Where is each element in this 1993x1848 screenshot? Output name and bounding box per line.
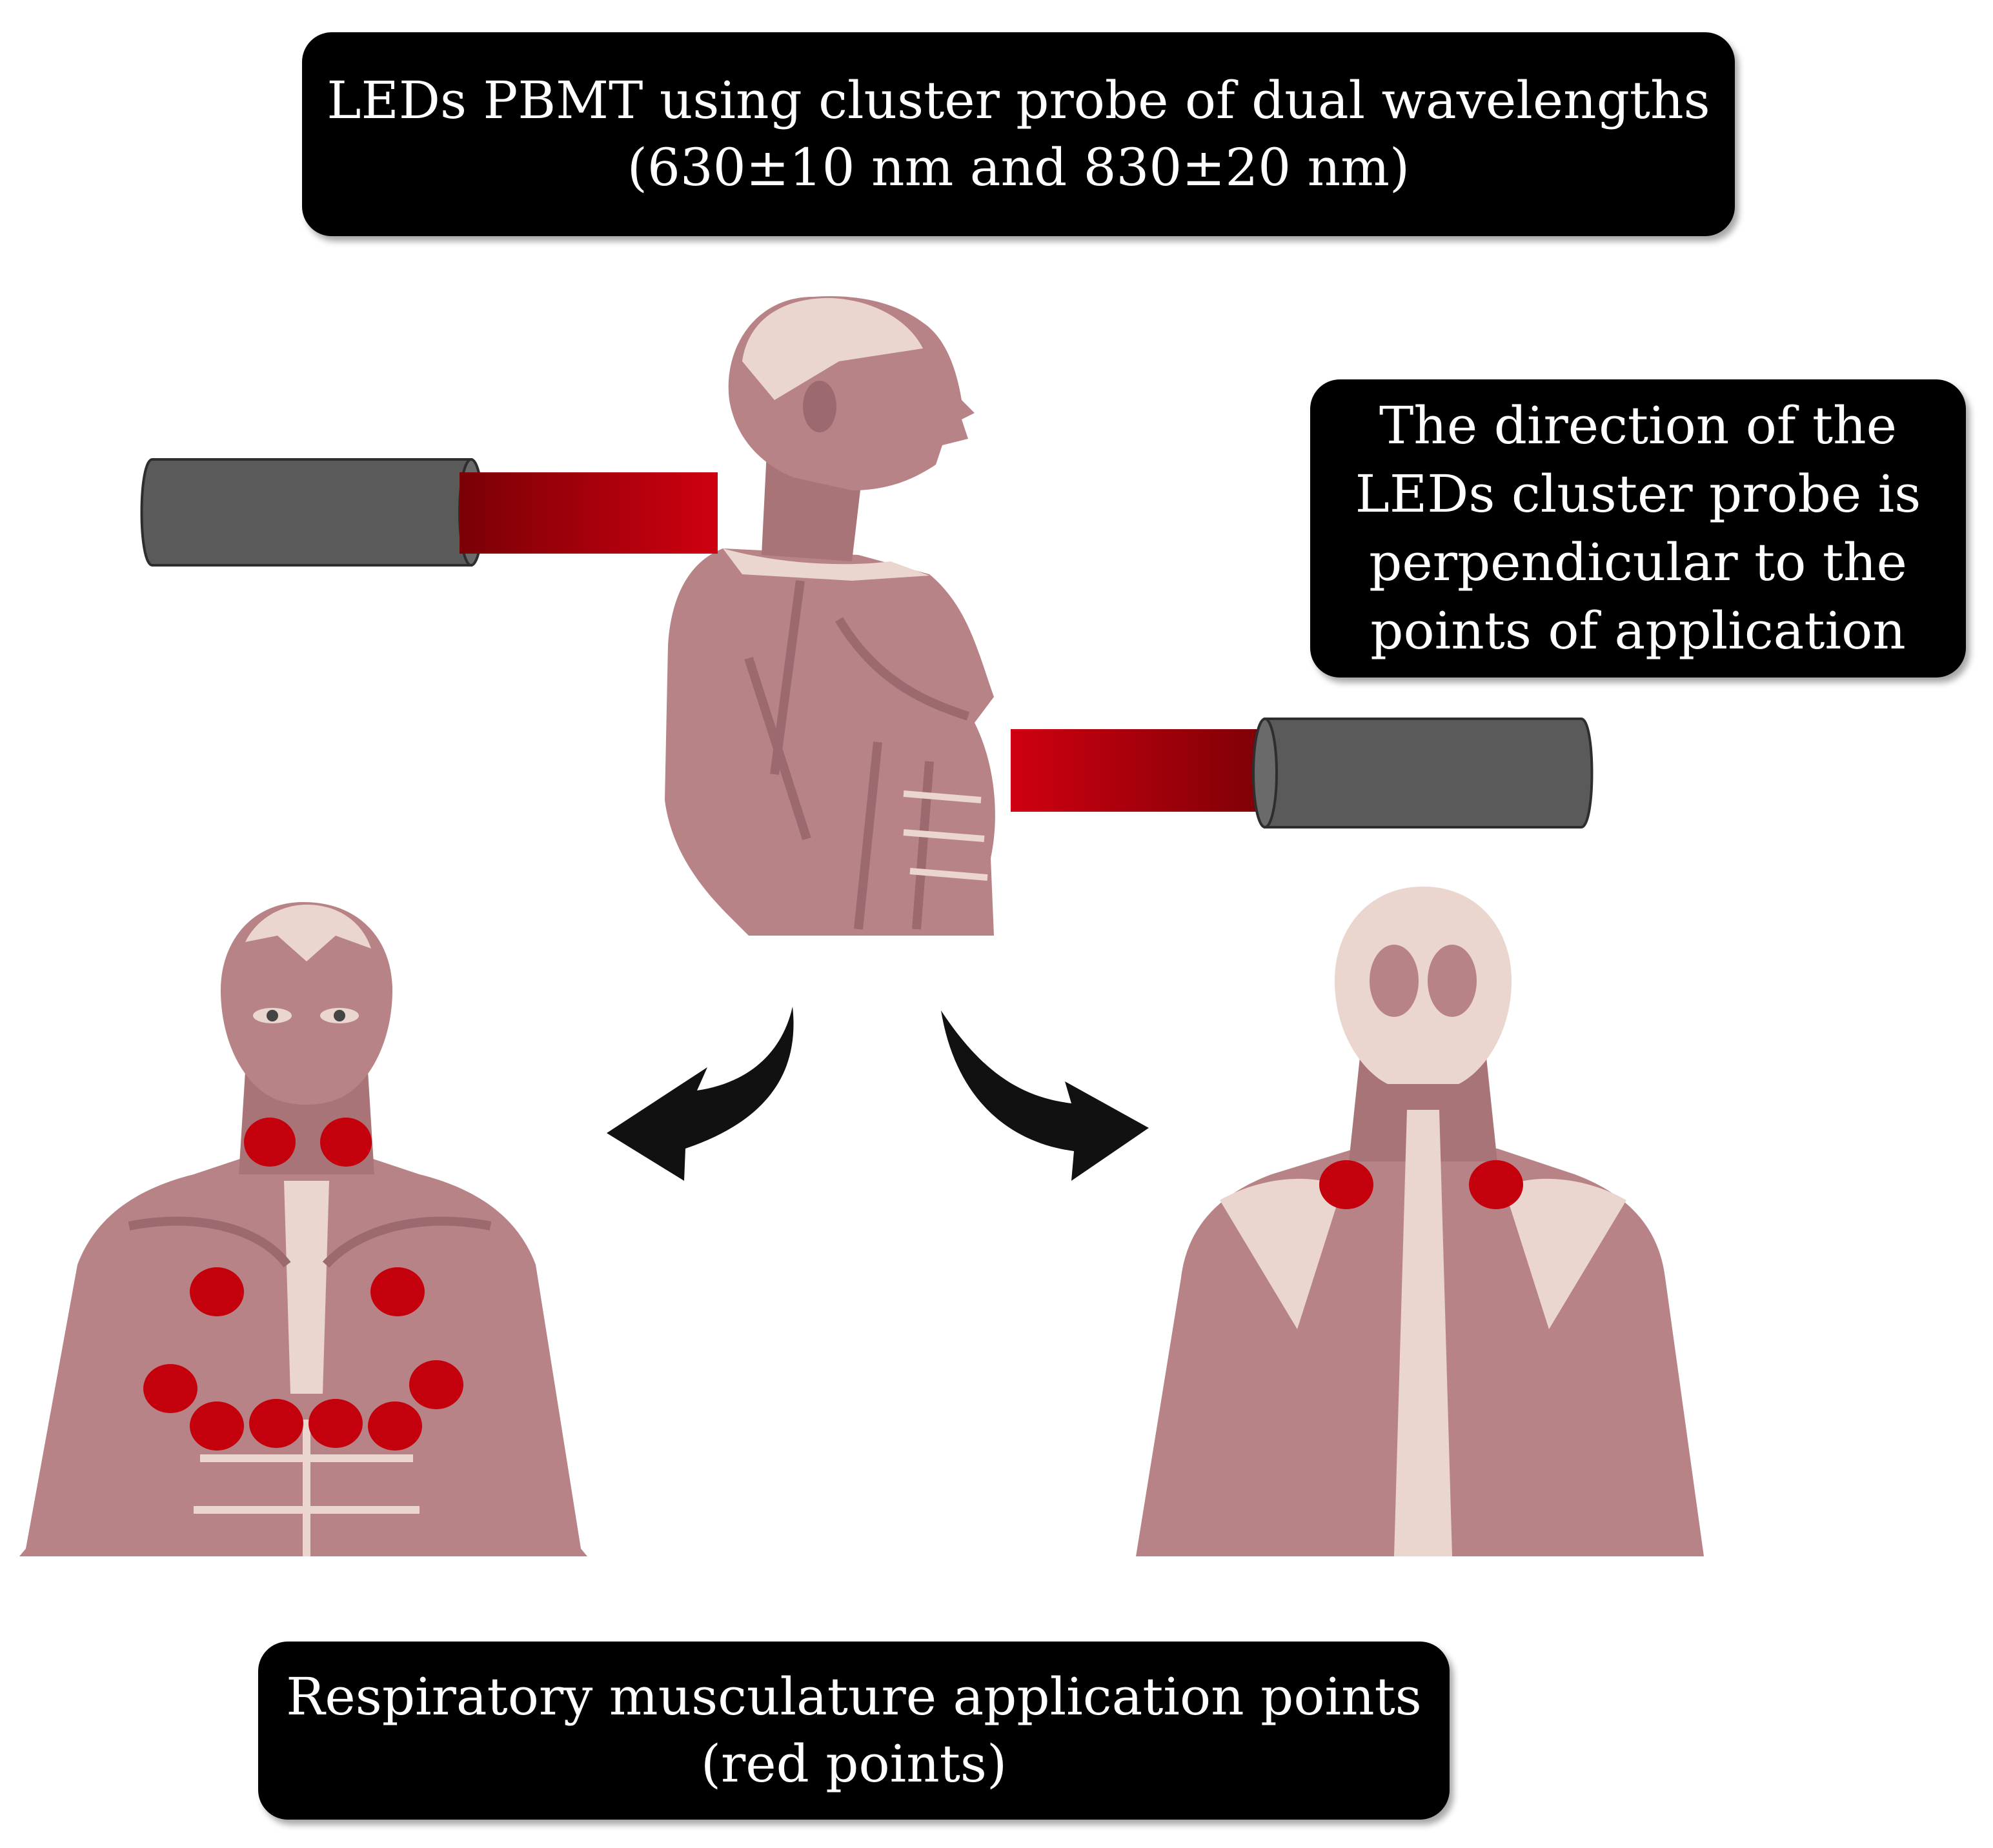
probe-direction-label: The direction of the LEDs cluster probe …: [1310, 379, 1966, 678]
led-probe-left: [140, 458, 718, 567]
application-point: [320, 1118, 372, 1167]
application-point: [244, 1118, 296, 1167]
direction-line-3: perpendicular to the: [1369, 532, 1907, 592]
title-line-1: LEDs PBMT using cluster probe of dual wa…: [327, 70, 1710, 130]
led-light-beam-right: [1011, 729, 1275, 812]
application-point: [1319, 1160, 1373, 1209]
arrow-to-posterior-view: [941, 1010, 1149, 1181]
anterior-view-figure: [19, 902, 587, 1556]
arrow-to-anterior-view: [607, 1007, 794, 1181]
posterior-application-points: [1319, 1160, 1523, 1209]
application-point: [370, 1267, 425, 1316]
application-point: [309, 1399, 363, 1448]
posterior-view-figure: [1136, 887, 1704, 1556]
application-point: [368, 1401, 422, 1451]
caption-line-2: (red points): [700, 1734, 1007, 1794]
application-point: [190, 1267, 244, 1316]
title-line-2: (630±10 nm and 830±20 nm): [627, 137, 1410, 197]
direction-line-2: LEDs cluster probe is: [1355, 464, 1921, 524]
application-point: [249, 1399, 303, 1448]
title-label: LEDs PBMT using cluster probe of dual wa…: [302, 32, 1735, 236]
application-point: [1469, 1160, 1523, 1209]
caption-label: Respiratory musculature application poin…: [258, 1642, 1450, 1820]
application-point: [409, 1360, 463, 1409]
caption-line-1: Respiratory musculature application poin…: [286, 1667, 1422, 1727]
anterior-application-points: [143, 1118, 463, 1451]
side-view-figure: [665, 296, 995, 936]
led-probe-right: [1011, 718, 1593, 829]
direction-line-1: The direction of the: [1379, 396, 1897, 456]
application-point: [143, 1364, 197, 1413]
led-light-beam-left: [460, 472, 718, 554]
application-point: [190, 1401, 244, 1451]
direction-line-4: points of application: [1370, 601, 1906, 661]
